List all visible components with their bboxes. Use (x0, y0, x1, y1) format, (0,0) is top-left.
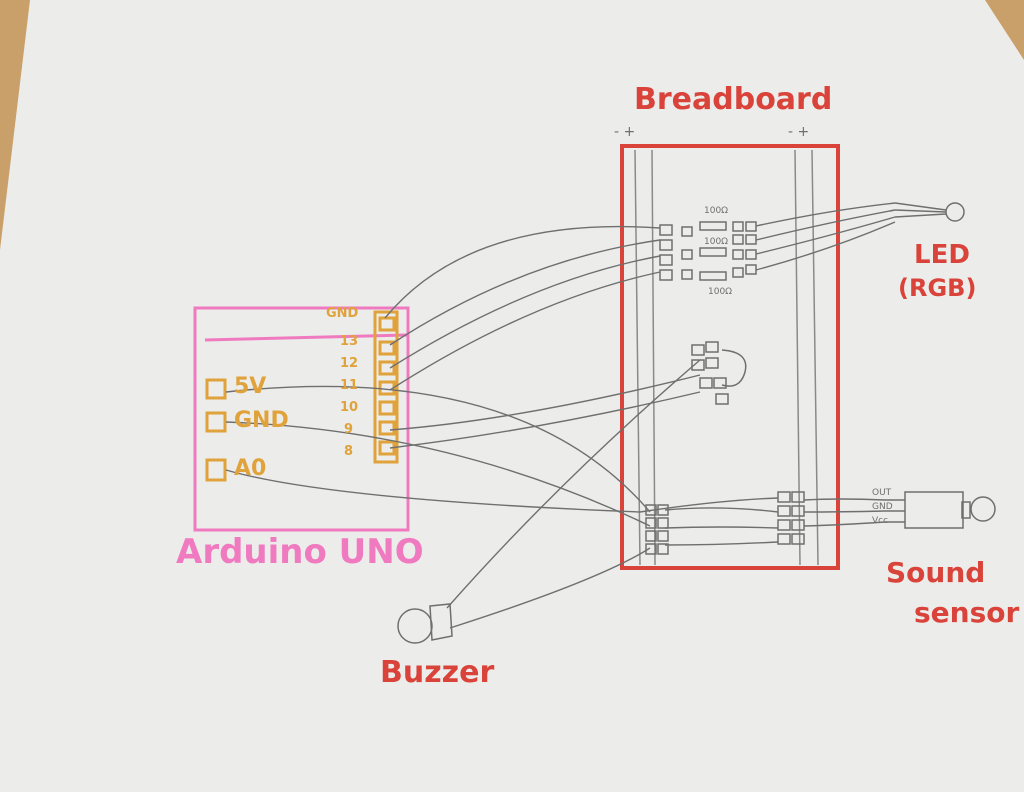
breadboard-rail-left: - + (614, 124, 636, 140)
arduino-pin-12: 12 (340, 356, 359, 371)
arduino-right-header (373, 310, 399, 464)
arduino-pin-5v: 5V (234, 374, 267, 399)
resistor-label-1: 100Ω (704, 206, 729, 216)
buzzer-component (397, 603, 453, 644)
sound-sensor-title-line1: Sound (886, 556, 986, 589)
arduino-pin-10: 10 (340, 400, 359, 415)
resistor-label-2: 100Ω (704, 237, 729, 247)
wire-led-3 (755, 216, 896, 255)
led-subtitle: (RGB) (898, 274, 977, 302)
wire-buzzer-2 (449, 547, 651, 629)
wire-5v-to-bottom (225, 385, 651, 513)
breadboard-middle-cluster (691, 341, 747, 405)
wire-sensor-bottom-3 (664, 541, 779, 546)
wire-gnd-to-rail (384, 225, 661, 319)
sound-sensor-pin-vcc: Vcc (872, 516, 889, 526)
resistor-label-3: 100Ω (708, 287, 733, 297)
wire-led-1 (755, 202, 896, 227)
breadboard-resistor-area (659, 221, 757, 281)
wire-gnd-to-bottom (225, 421, 651, 527)
wire-10-to-middle (389, 374, 701, 431)
wire-sensor-gnd (803, 510, 886, 513)
wire-sensor-out (803, 498, 886, 501)
buzzer-title: Buzzer (380, 655, 495, 690)
sound-sensor-pin-gnd: GND (872, 502, 893, 512)
wire-9-to-middle (389, 391, 701, 449)
wire-sensor-bottom-2 (664, 526, 779, 529)
led-title: LED (914, 240, 970, 270)
wires (225, 202, 896, 629)
wire-a0-to-sensor (225, 469, 779, 513)
wire-led-2 (755, 209, 896, 241)
wire-12-to-breadboard (389, 255, 661, 369)
sound-sensor-title-line2: sensor (914, 596, 1020, 629)
breadboard-outline (620, 144, 840, 570)
arduino-pin-8: 8 (344, 444, 354, 459)
breadboard-rail-right: - + (788, 124, 810, 140)
arduino-pin-11: 11 (340, 378, 359, 393)
wire-11-to-breadboard (389, 271, 661, 391)
breadboard-title: Breadboard (634, 82, 833, 117)
arduino-pin-9: 9 (344, 422, 354, 437)
arduino-pin-13: 13 (340, 334, 359, 349)
arduino-pin-a0: A0 (234, 456, 267, 481)
breadboard-bottom-left-holes (645, 504, 669, 555)
arduino-pin-gnd: GND (234, 408, 289, 433)
wire-led-4 (755, 221, 896, 271)
sound-sensor-component (885, 491, 996, 529)
wire-sensor-vcc (803, 521, 886, 527)
sound-sensor-pin-out: OUT (872, 488, 892, 498)
arduino-left-pins (205, 378, 227, 482)
wire-buzzer-1 (446, 359, 701, 609)
wire-13-to-breadboard (389, 239, 661, 346)
led-component (894, 202, 965, 222)
arduino-pin-right-gnd: GND (326, 306, 359, 321)
wire-sensor-bottom-1 (664, 507, 779, 513)
arduino-title: Arduino UNO (176, 532, 424, 572)
breadboard-bottom-right-holes (777, 491, 805, 545)
